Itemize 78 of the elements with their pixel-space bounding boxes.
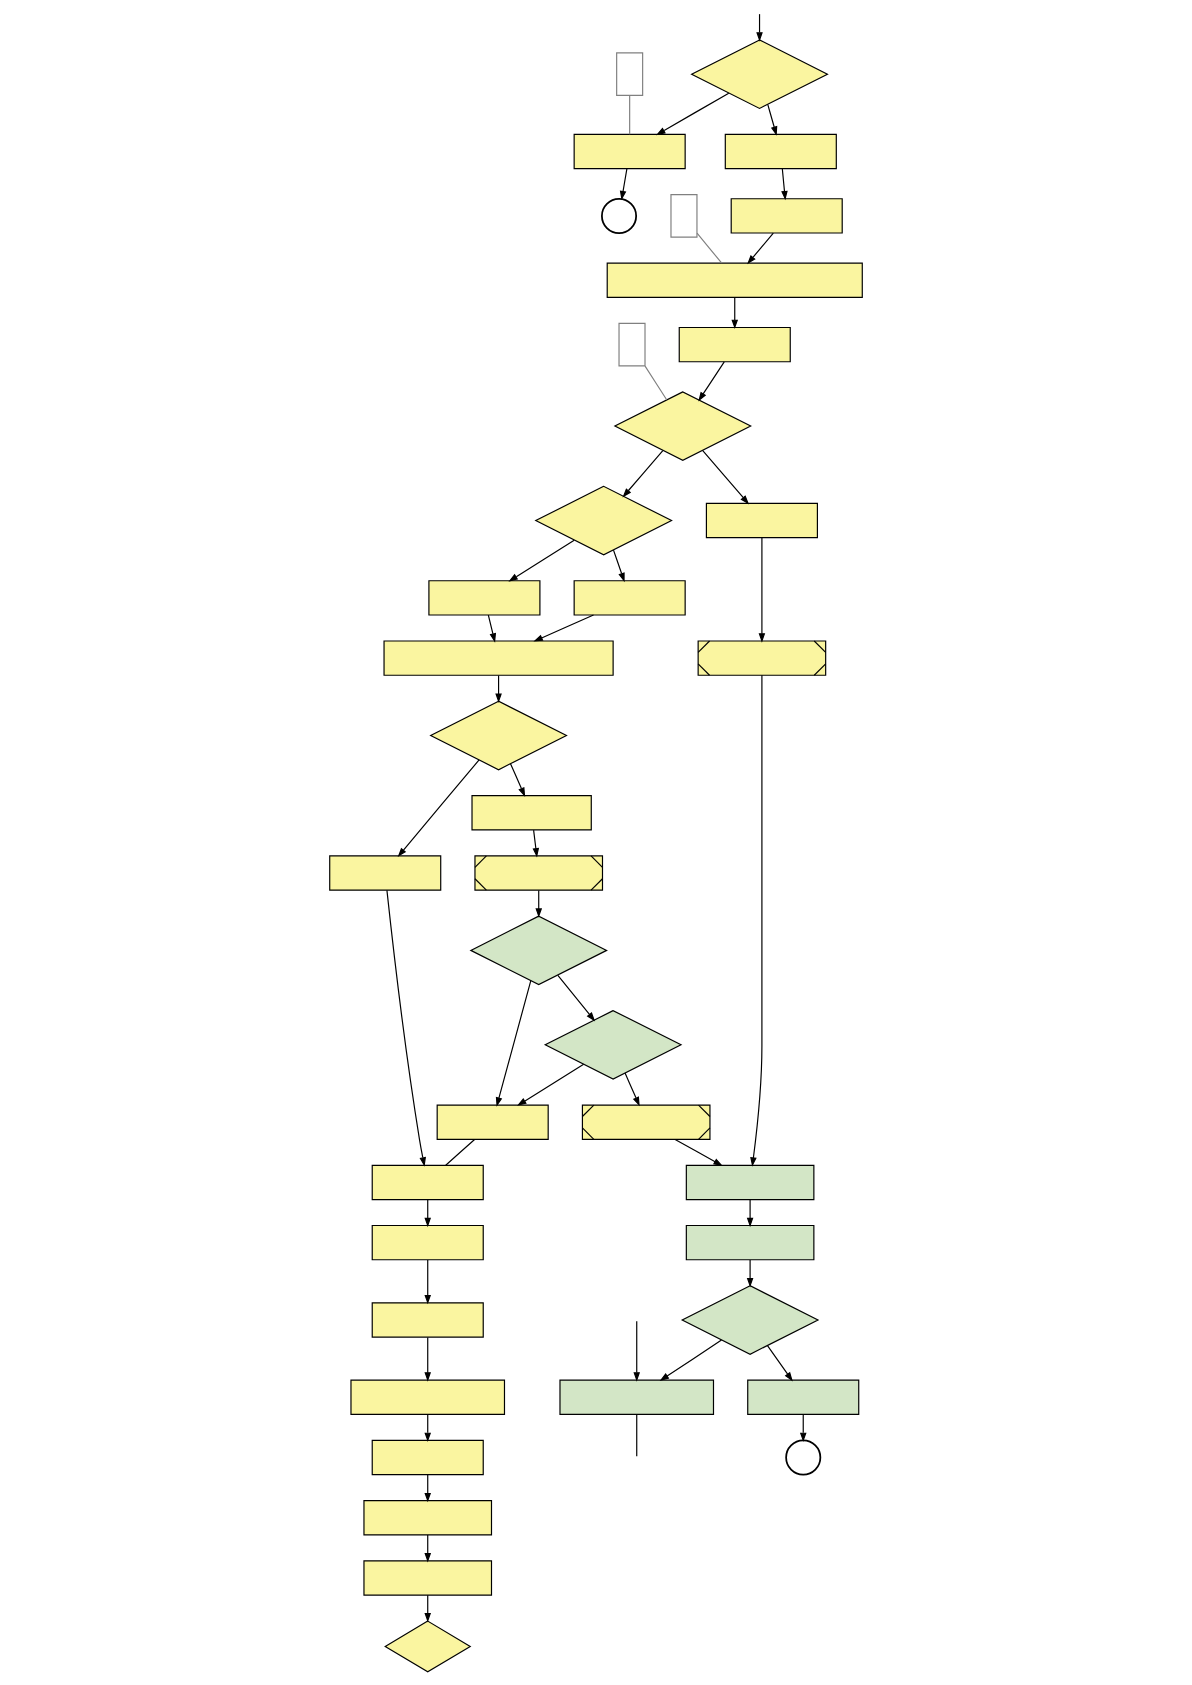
arrow [674, 1138, 723, 1167]
node-box [329, 855, 442, 891]
node-box [371, 1164, 484, 1201]
arrow [424, 1594, 432, 1623]
arrow [698, 361, 725, 402]
node-box [724, 133, 837, 170]
arrow [424, 1414, 432, 1443]
arrow [747, 232, 774, 265]
arrow [557, 974, 596, 1022]
arrow [424, 1474, 432, 1503]
arrow [509, 763, 526, 797]
arrow [624, 1072, 640, 1107]
node-box [471, 795, 592, 831]
arrow [397, 759, 480, 858]
node-box [371, 1439, 484, 1476]
node-box [383, 640, 614, 676]
arrow [508, 539, 575, 582]
node-box [685, 1164, 815, 1201]
arrow [612, 549, 625, 583]
arrow [746, 1259, 754, 1288]
arrow [424, 1534, 432, 1563]
node-box [573, 133, 686, 170]
arrow [619, 168, 628, 201]
node-box [685, 1224, 815, 1261]
arrow [746, 1199, 754, 1228]
node-box [616, 52, 644, 97]
arrow [766, 1345, 793, 1382]
connector [644, 365, 668, 401]
node-circle [601, 197, 638, 234]
arrow [487, 614, 497, 643]
arrow [495, 675, 502, 703]
node-diamond [680, 1285, 820, 1355]
node-box [618, 322, 646, 367]
connector [445, 1138, 476, 1166]
arrow [622, 449, 664, 498]
node-box [436, 1104, 549, 1140]
arrow [799, 1414, 807, 1443]
node-box [670, 194, 698, 238]
arrow [633, 1320, 641, 1382]
connector [629, 94, 631, 135]
arrow [781, 168, 788, 201]
node-box [705, 502, 818, 539]
node-circle [785, 1439, 822, 1476]
arrow [767, 104, 778, 136]
arrow [535, 889, 543, 918]
node-box [428, 580, 541, 616]
node-box [747, 1379, 860, 1416]
arrow [702, 449, 750, 505]
node-box [730, 198, 843, 234]
node-box [371, 1302, 484, 1338]
node-box [363, 1560, 493, 1596]
arrow [424, 1336, 432, 1382]
arrow [517, 1063, 585, 1106]
node-diamond [690, 39, 829, 110]
arrow [532, 829, 540, 858]
node-box [678, 326, 791, 363]
node-box [363, 1500, 493, 1536]
arrow [495, 980, 532, 1107]
connector [636, 1414, 638, 1457]
node-box [371, 1224, 484, 1261]
node-box [606, 262, 863, 298]
arrow [656, 92, 730, 136]
arrow [750, 674, 763, 1167]
connector [696, 232, 723, 264]
node-diamond [384, 1620, 472, 1673]
node-box [350, 1379, 506, 1416]
arrow [659, 1339, 723, 1381]
arrow [533, 614, 595, 642]
node-diamond [469, 915, 608, 986]
arrow [758, 537, 766, 643]
node-box [573, 580, 686, 616]
arrow [756, 13, 763, 42]
arrow [424, 1259, 432, 1305]
arrow [386, 889, 426, 1167]
arrow [424, 1199, 432, 1228]
arrow [731, 296, 739, 330]
node-box [559, 1379, 715, 1416]
node-diamond [429, 700, 568, 771]
